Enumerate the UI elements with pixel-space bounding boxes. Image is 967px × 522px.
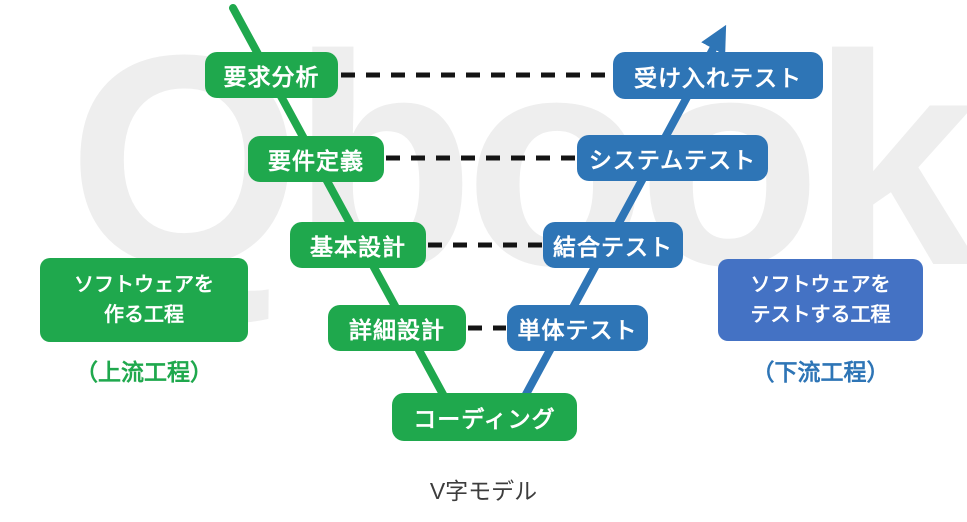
step-integration-test: 結合テスト: [543, 222, 683, 268]
step-system-test: システムテスト: [577, 135, 768, 181]
downstream-heading-line1: ソフトウェアを: [750, 274, 891, 296]
step-unit-test: 単体テスト: [507, 305, 648, 351]
downstream-subheading: （下流工程）: [751, 359, 890, 385]
step-requirements-definition: 要件定義: [248, 136, 384, 182]
upstream-heading-box: ソフトウェアを 作る工程: [40, 258, 248, 342]
step-basic-design: 基本設計: [290, 222, 426, 268]
upstream-heading-line2: 作る工程: [104, 304, 184, 326]
step-coding: コーディング: [392, 393, 577, 441]
downstream-heading-box: ソフトウェアを テストする工程: [718, 259, 923, 341]
step-detailed-design: 詳細設計: [328, 305, 466, 351]
downstream-heading-line2: テストする工程: [750, 304, 891, 326]
step-requirements-analysis: 要求分析: [205, 52, 338, 98]
upstream-heading-line1: ソフトウェアを: [74, 274, 214, 296]
upstream-subheading: （上流工程）: [75, 359, 213, 385]
diagram-title: V字モデル: [429, 478, 538, 504]
step-acceptance-test: 受け入れテスト: [613, 52, 823, 99]
